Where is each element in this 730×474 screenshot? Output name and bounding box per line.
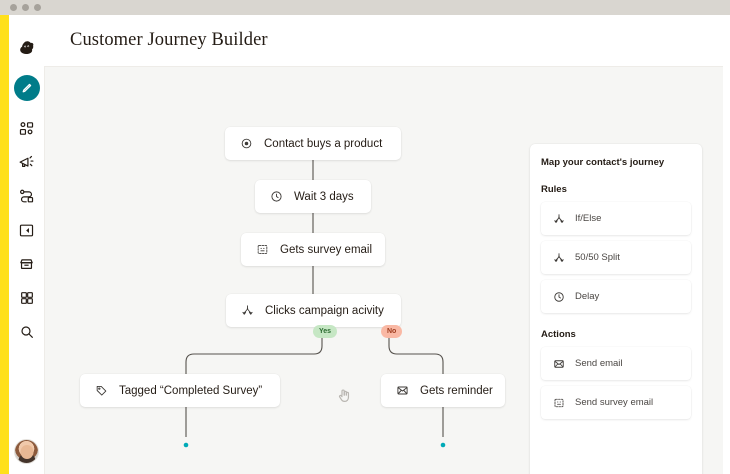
panel-card-delay[interactable]: Delay: [541, 280, 691, 313]
mailchimp-logo-icon[interactable]: [12, 33, 42, 63]
sidebar-item-integrations[interactable]: [12, 283, 42, 313]
flow-node-label: Clicks campaign acivity: [265, 304, 384, 317]
panel-card-label: Send email: [575, 358, 623, 369]
panel-card-send-email[interactable]: Send email: [541, 347, 691, 380]
sidebar-item-search[interactable]: [12, 317, 42, 347]
content-template-icon: [19, 224, 34, 236]
search-icon: [20, 326, 33, 338]
panel-card-label: Delay: [575, 291, 600, 302]
flow-node-trigger[interactable]: Contact buys a product: [225, 127, 401, 160]
sidebar-item-campaigns[interactable]: [12, 147, 42, 177]
sidebar-item-audience[interactable]: [12, 113, 42, 143]
page-title: Customer Journey Builder: [70, 30, 268, 50]
flow-node-reminder[interactable]: Gets reminder: [381, 374, 505, 407]
panel-card-if-else[interactable]: If/Else: [541, 202, 691, 235]
window-titlebar: [0, 0, 730, 15]
flow-connectors: [183, 160, 446, 448]
clock-icon: [552, 290, 566, 304]
journey-canvas[interactable]: Contact buys a product Wait 3 days: [44, 67, 723, 474]
flow-node-label: Tagged “Completed Survey”: [119, 384, 263, 397]
flow-node-survey[interactable]: Gets survey email: [241, 233, 385, 266]
endpoint-dot: [183, 442, 189, 448]
envelope-icon: [552, 357, 566, 371]
envelope-icon: [395, 383, 410, 398]
window-traffic-lights: [10, 4, 41, 11]
branch-split-icon: [552, 251, 566, 265]
branch-split-icon: [240, 303, 255, 318]
panel-section-heading-actions: Actions: [541, 329, 576, 340]
branch-badge-yes[interactable]: Yes: [313, 325, 338, 338]
trigger-dot-icon: [239, 136, 254, 151]
journey-flow: Contact buys a product Wait 3 days: [45, 67, 535, 474]
window-minimize-dot[interactable]: [22, 4, 29, 11]
flow-node-tagged[interactable]: Tagged “Completed Survey”: [80, 374, 280, 407]
clock-icon: [269, 189, 284, 204]
website-store-icon: [20, 258, 33, 269]
pencil-create-icon: [22, 83, 32, 92]
panel-card-send-survey-email[interactable]: Send survey email: [541, 386, 691, 419]
hand-cursor-icon: [335, 387, 355, 405]
panel-card-label: 50/50 Split: [575, 252, 620, 263]
sidebar-item-content[interactable]: [12, 215, 42, 245]
tag-icon: [94, 383, 109, 398]
left-sidebar: [0, 15, 44, 474]
window-maximize-dot[interactable]: [34, 4, 41, 11]
automation-journey-icon: [20, 189, 34, 202]
sidebar-item-automations[interactable]: [12, 181, 42, 211]
endpoint-dot: [440, 442, 446, 448]
flow-node-label: Wait 3 days: [294, 190, 354, 203]
avatar[interactable]: [14, 439, 39, 464]
branch-badge-label: Yes: [319, 328, 332, 335]
flow-node-label: Contact buys a product: [264, 137, 383, 150]
branch-badge-no[interactable]: No: [381, 325, 403, 338]
panel-card-label: If/Else: [575, 213, 602, 224]
window-close-dot[interactable]: [10, 4, 17, 11]
audience-icon: [19, 121, 34, 135]
flow-node-label: Gets survey email: [280, 243, 373, 256]
flow-node-label: Gets reminder: [420, 384, 493, 397]
panel-card-5050-split[interactable]: 50/50 Split: [541, 241, 691, 274]
survey-email-icon: [552, 396, 566, 410]
branch-split-icon: [552, 212, 566, 226]
branch-badge-label: No: [387, 328, 397, 335]
panel-card-label: Send survey email: [575, 397, 654, 408]
panel-section-heading-rules: Rules: [541, 184, 567, 195]
sidebar-item-website[interactable]: [12, 249, 42, 279]
journey-sidebar-panel: Map your contact's journey Rules If/Else: [530, 144, 702, 474]
panel-title: Map your contact's journey: [541, 157, 665, 168]
flow-node-wait[interactable]: Wait 3 days: [255, 180, 371, 213]
survey-email-icon: [255, 242, 270, 257]
page-header: Customer Journey Builder: [44, 15, 723, 67]
flow-node-clicks[interactable]: Clicks campaign acivity: [226, 294, 401, 327]
apps-grid-icon: [20, 292, 33, 304]
megaphone-campaign-icon: [19, 155, 34, 167]
sidebar-item-create[interactable]: [13, 75, 40, 101]
